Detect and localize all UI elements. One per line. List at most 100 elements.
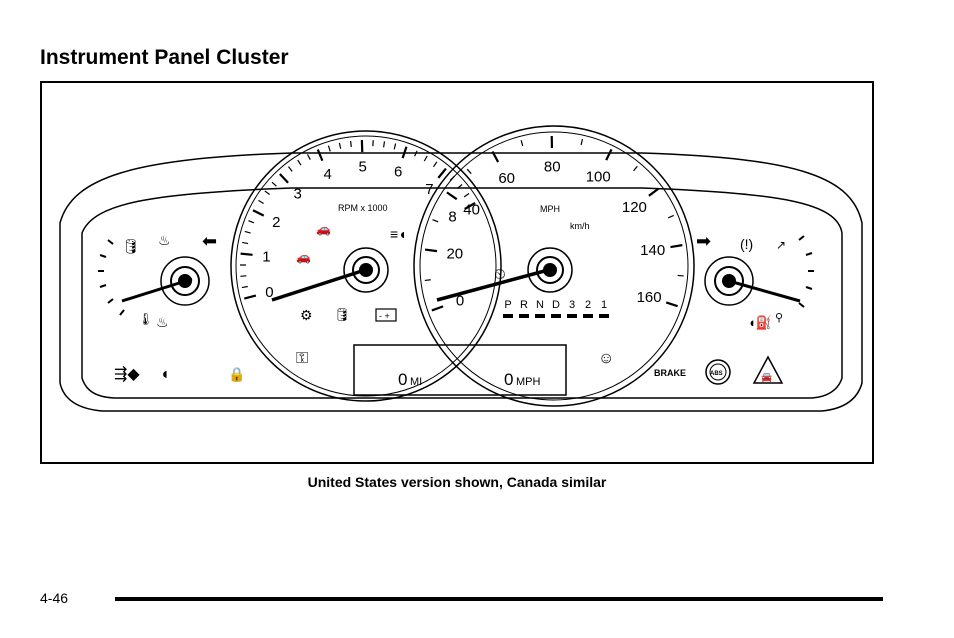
gear-indicator-dash — [535, 314, 545, 318]
gear-indicator-letter: R — [520, 299, 528, 311]
tachometer-tick — [240, 252, 253, 256]
tachometer-tick — [457, 184, 463, 189]
speedometer-ticks — [424, 136, 684, 312]
tachometer-tick — [414, 150, 418, 157]
gear-indicator-dash — [551, 314, 561, 318]
speedometer-tick — [491, 150, 500, 163]
tachometer-tick — [271, 181, 277, 187]
speedometer-unit-kmh: km/h — [570, 221, 590, 231]
speedometer-tick — [431, 305, 444, 312]
speedometer-tick — [648, 187, 660, 197]
turn-right-arrow-icon: ➡ — [696, 231, 711, 251]
page-title: Instrument Panel Cluster — [40, 46, 289, 69]
fuel-empty-marker: ↗ — [776, 238, 786, 252]
tachometer-tick — [432, 161, 438, 168]
gear-indicator-dash — [583, 314, 593, 318]
door-open-icon: 🚗 — [316, 222, 331, 236]
speedometer-tick — [633, 165, 638, 172]
speedometer-tick — [580, 139, 583, 146]
odometer-value: 0 — [398, 370, 407, 389]
tachometer-tick — [258, 199, 264, 204]
check-engine-icon: ⚙ — [300, 307, 313, 323]
speedometer-tick — [466, 168, 472, 175]
coolant-temp-low-icon: 🌡 — [138, 312, 153, 326]
tachometer-tick — [463, 192, 470, 198]
tachometer-tick — [306, 154, 311, 160]
tachometer-tick — [241, 285, 248, 289]
speedometer-tick — [668, 214, 675, 219]
tachometer-tick — [393, 143, 397, 150]
speedometer-tick — [424, 279, 431, 282]
gear-indicator-letter: P — [504, 299, 511, 311]
abs-icon — [705, 359, 731, 385]
speedometer-unit-mph: MPH — [540, 204, 560, 214]
fuel-pump-icon: ◖⛽ — [748, 315, 772, 330]
gear-indicator-letter: 1 — [601, 299, 607, 311]
tachometer-tick — [252, 209, 265, 217]
high-beam-icon: ≡◖ — [390, 226, 407, 242]
tachometer-tick — [464, 202, 476, 210]
tachometer-tick — [349, 140, 352, 147]
brake-warning-label: BRAKE — [654, 368, 686, 378]
speedometer-tick-label: 140 — [640, 242, 665, 259]
tachometer-tick — [242, 241, 249, 245]
tachometer-tick — [264, 190, 270, 195]
oil-can-icon: 🛢 — [122, 238, 140, 254]
coolant-temp-icon: ♨ — [158, 232, 171, 248]
speedometer-tick — [605, 148, 613, 161]
figure-caption: United States version shown, Canada simi… — [307, 474, 607, 490]
tachometer-tick-label: 8 — [448, 208, 456, 225]
speedometer-tick-label: 120 — [622, 199, 647, 216]
speedometer-tick-label: 100 — [586, 169, 611, 186]
tachometer-tick-label: 0 — [265, 284, 273, 301]
speedometer-tick-label: 160 — [637, 289, 662, 306]
cluster-housing-outer — [59, 152, 863, 412]
odometer-unit: MI — [410, 376, 422, 388]
coolant-temp-high-icon: ♨ — [156, 314, 169, 330]
tachometer-tick — [244, 230, 251, 234]
gear-indicator-dash — [503, 314, 513, 318]
left-gauge-ticks — [98, 239, 125, 316]
fuel-full-marker: ⚲ — [775, 312, 783, 324]
battery-icon-terminals: - + — [379, 311, 390, 321]
gear-indicator-letter: D — [552, 299, 560, 311]
tachometer-tick — [248, 220, 255, 224]
gear-indicator-dash — [599, 314, 609, 318]
tachometer-tick — [316, 149, 324, 162]
security-lock-icon: 🔒 — [228, 366, 245, 383]
door-open-icon-lower: 🚗 — [296, 250, 311, 264]
page-number: 4-46 — [40, 590, 69, 606]
gear-indicator-dash — [567, 314, 577, 318]
tachometer-tick — [244, 294, 257, 300]
tachometer-tick — [383, 141, 386, 148]
tachometer-tick — [338, 142, 342, 149]
seatbelt-icon: ⚿ — [296, 350, 308, 367]
gear-indicator-dashes — [503, 314, 609, 318]
speedometer-tick-label: 60 — [498, 170, 515, 187]
speedometer-tick — [446, 191, 458, 201]
cluster-housing-inner — [81, 187, 843, 399]
speedometer-tick-label: 0 — [456, 292, 464, 309]
speedometer-tick-label: 80 — [544, 158, 561, 175]
tachometer-tick — [401, 146, 408, 159]
oil-pressure-icon: 🛢 — [334, 307, 351, 322]
abs-icon-label: ABS — [710, 371, 723, 377]
speedometer-tick — [432, 219, 439, 223]
traction-control-icon-car: 🚘 — [761, 372, 772, 382]
gear-indicator-dash — [519, 314, 529, 318]
tachometer-tick — [297, 159, 302, 166]
turn-left-arrow-icon: ⬅ — [202, 231, 217, 251]
speedometer-tick-label: 40 — [463, 202, 480, 219]
footer-rule — [115, 597, 883, 601]
speed-display-unit: MPH — [516, 376, 541, 388]
tachometer-tick — [437, 167, 447, 179]
right-gauge-ticks — [798, 235, 814, 308]
tachometer-tick — [288, 166, 293, 172]
gear-indicator-letter: 3 — [569, 299, 575, 311]
tachometer-tick-label: 1 — [262, 248, 270, 265]
tachometer-ticks — [239, 140, 476, 300]
